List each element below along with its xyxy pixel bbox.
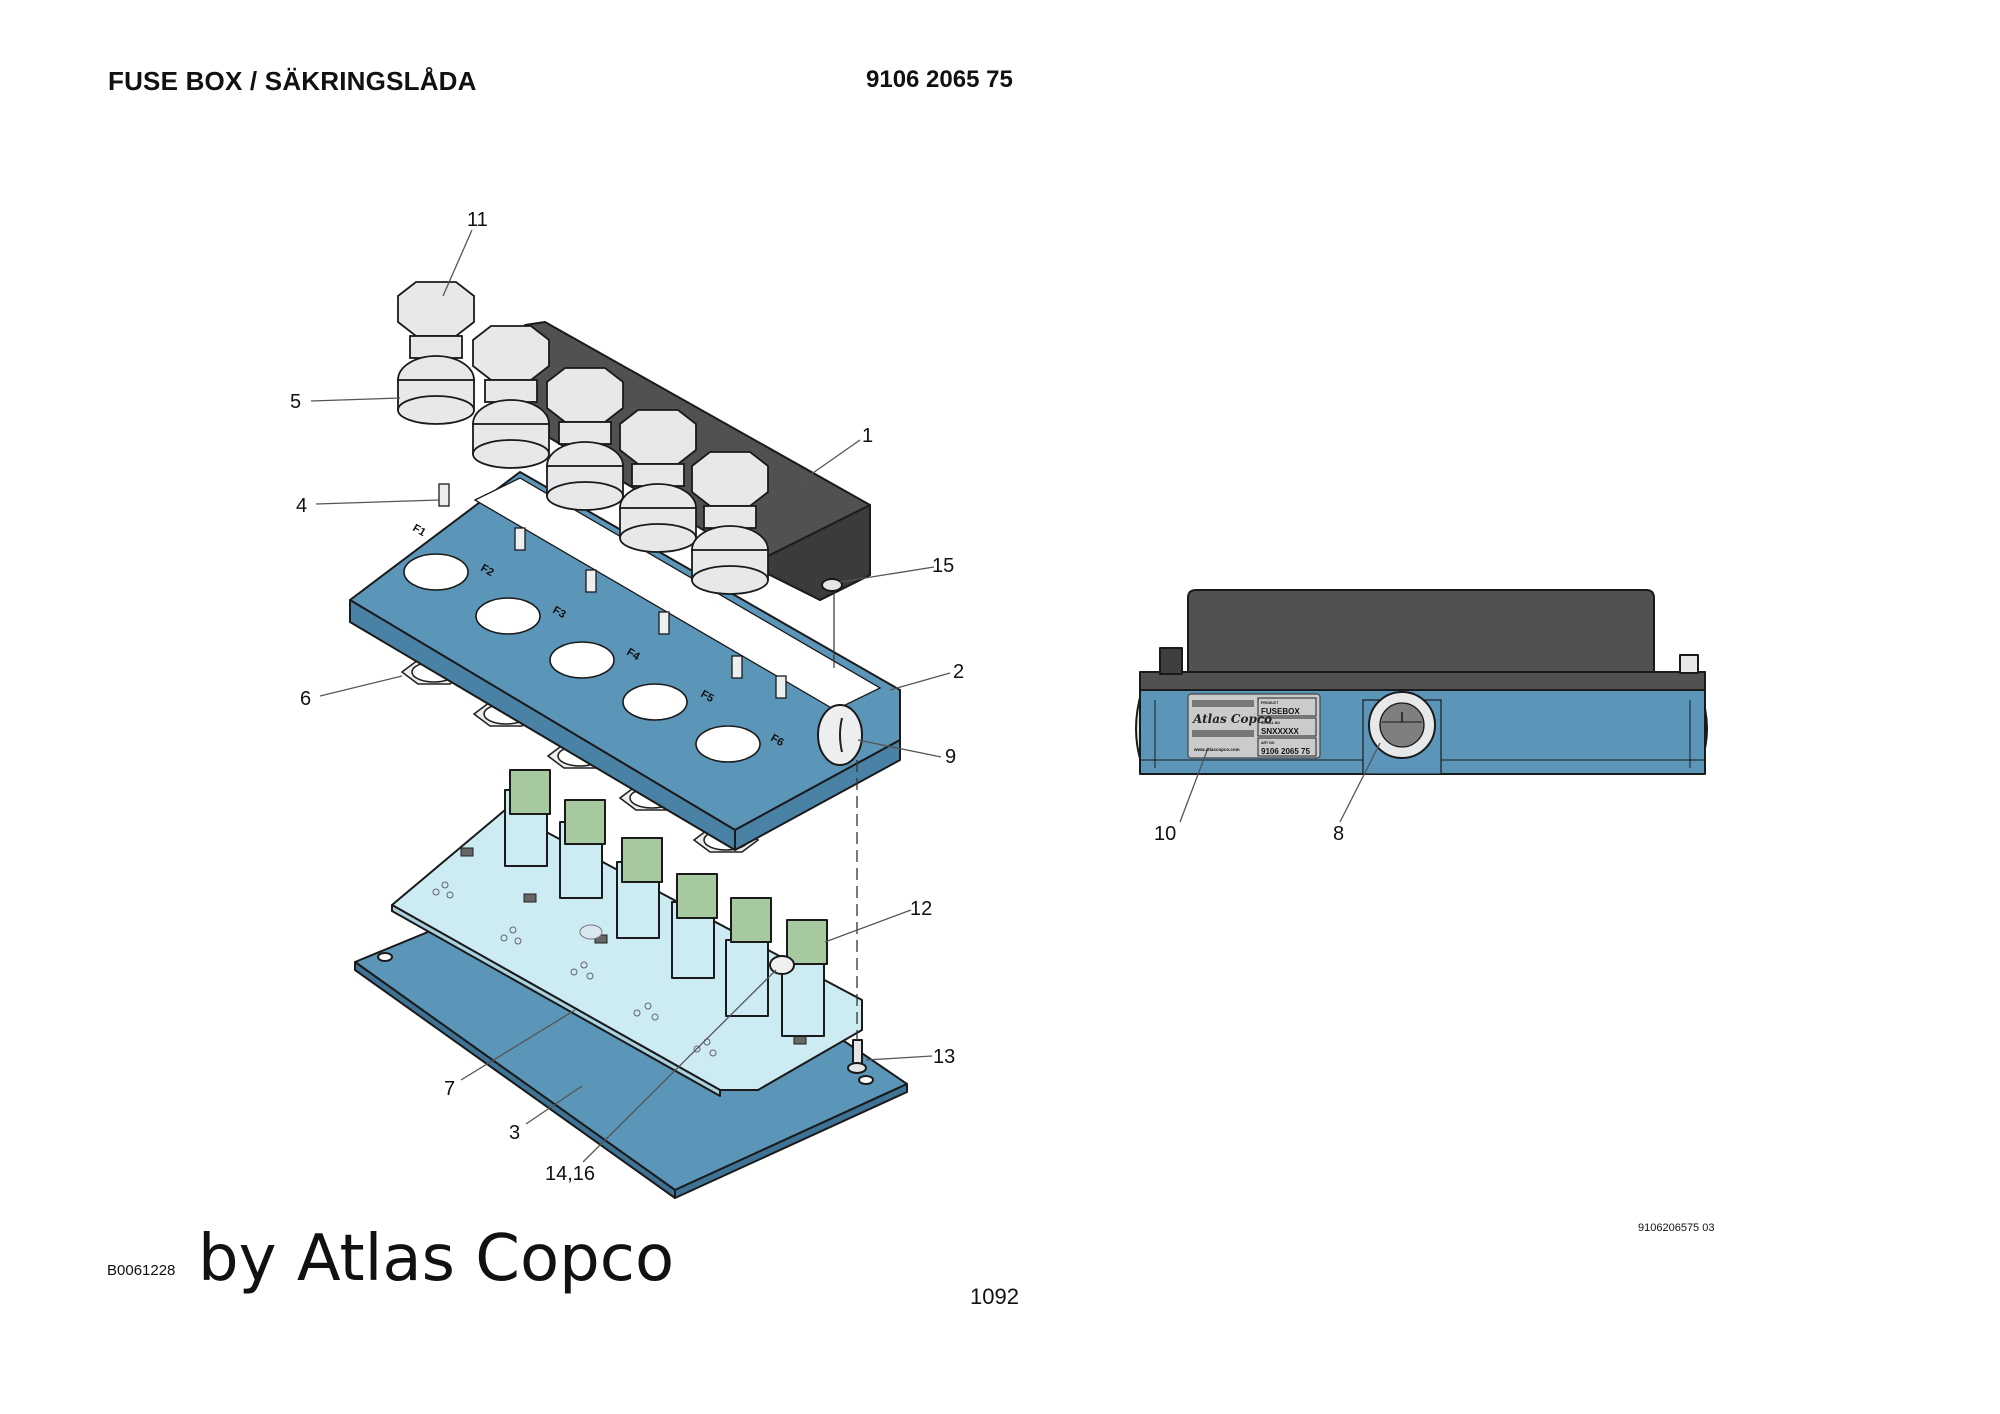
fuse-holder <box>397 281 475 425</box>
callout-3: 3 <box>509 1122 520 1144</box>
fuse-holder <box>691 451 769 595</box>
side-leader-lines <box>1179 742 1381 823</box>
fuse-label-f2: F2 <box>479 562 496 579</box>
callout-5: 5 <box>290 391 301 413</box>
fuse-label-f1: F1 <box>411 522 428 539</box>
callout-15: 15 <box>932 555 954 577</box>
callouts: 11 5 1 4 15 2 6 9 12 13 7 3 14,16 <box>290 209 964 1185</box>
blade-fuses <box>504 769 828 1037</box>
page-title: FUSE BOX / SÄKRINGSLÅDA <box>108 66 477 96</box>
cable-gland <box>1362 691 1442 775</box>
fuse-holder <box>619 409 697 553</box>
callout-12: 12 <box>910 898 932 920</box>
callout-7: 7 <box>444 1078 455 1100</box>
callout-1: 1 <box>862 425 873 447</box>
callout-14-16: 14,16 <box>545 1163 595 1185</box>
callout-4: 4 <box>296 495 307 517</box>
callout-2: 2 <box>953 661 964 683</box>
callout-11: 11 <box>467 209 488 231</box>
fuse-slot <box>504 769 551 867</box>
fuse-slot <box>781 919 828 1037</box>
fuse-holders <box>397 281 769 595</box>
callout-13: 13 <box>933 1046 955 1068</box>
plate-art-label: ART NO <box>1261 741 1275 745</box>
fuse-slot <box>725 897 772 1017</box>
fuse-label-f6: F6 <box>769 732 786 749</box>
leader-lines <box>310 229 951 1163</box>
callout-9: 9 <box>945 746 956 768</box>
exploded-view: F1 F2 F3 F4 F5 F6 <box>290 209 964 1199</box>
fuse-slot <box>559 799 606 899</box>
housing: F1 F2 F3 F4 F5 F6 <box>349 471 901 1040</box>
document-reference: 9106206575 03 <box>1638 1222 1715 1234</box>
callout-6: 6 <box>300 688 311 710</box>
fuse-label-f3: F3 <box>551 604 568 621</box>
plate-product-label: PRODUCT <box>1261 701 1279 705</box>
rating-plate: Atlas Copco www.atlascopco.com PRODUCT F… <box>1187 693 1321 759</box>
plate-serial-value: SNXXXXX <box>1261 727 1299 736</box>
brand-line: by Atlas Copco <box>198 1222 675 1296</box>
part-number: 9106 2065 75 <box>866 66 1013 93</box>
fuse-holder <box>546 367 624 511</box>
fuse-slot <box>616 837 663 939</box>
plate-logo: Atlas Copco <box>1192 712 1272 726</box>
callout-10: 10 <box>1154 823 1176 845</box>
fuse-label-f5: F5 <box>699 688 716 705</box>
fuse-slot <box>671 873 718 979</box>
callout-8: 8 <box>1333 823 1344 845</box>
circuit-board <box>391 809 863 1097</box>
plate-art-value: 9106 2065 75 <box>1261 747 1310 756</box>
plate-serial-label: SERIAL NO <box>1261 721 1280 725</box>
fuse-holder <box>472 325 550 469</box>
plate-product-value: FUSEBOX <box>1261 707 1300 716</box>
figure-code: B0061228 <box>107 1262 176 1279</box>
side-view: Atlas Copco www.atlascopco.com PRODUCT F… <box>1135 589 1708 845</box>
page-number: 1092 <box>970 1284 1019 1309</box>
plate-website: www.atlascopco.com <box>1193 747 1240 752</box>
